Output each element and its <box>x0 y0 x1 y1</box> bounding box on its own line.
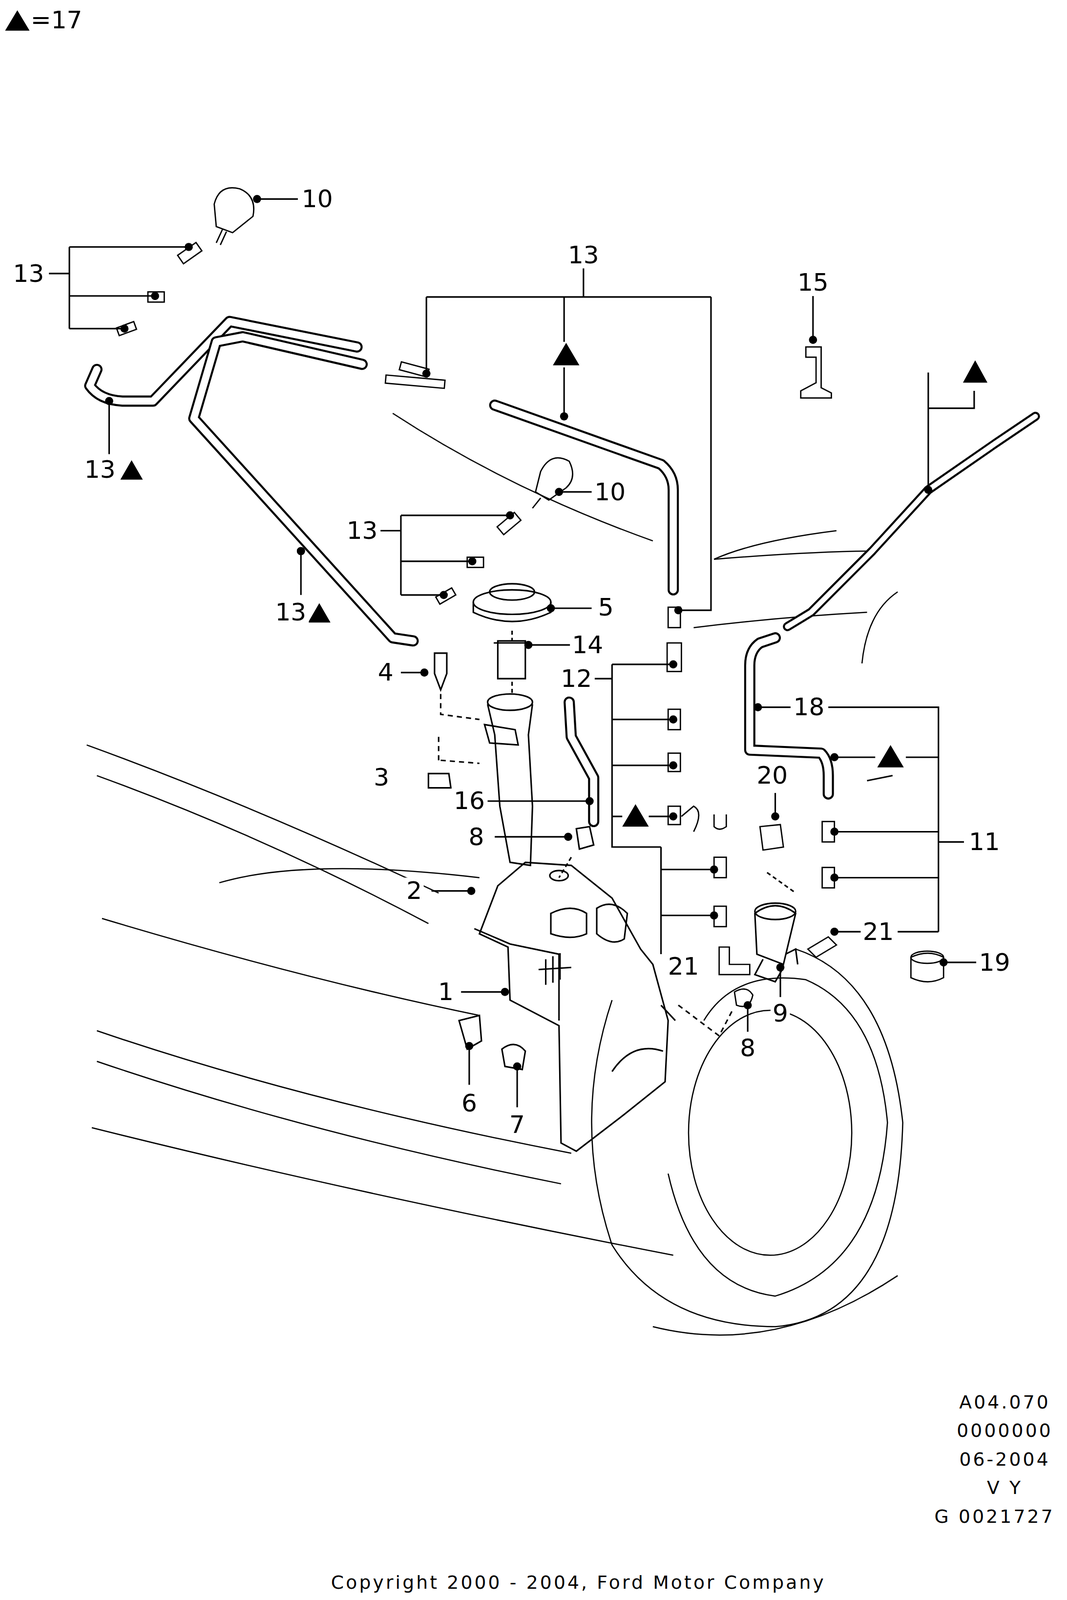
drawing-code: V Y <box>984 1477 1026 1498</box>
small-parts <box>116 187 944 1006</box>
callout-number: 7 <box>507 1110 527 1138</box>
callout-number: 13 <box>565 241 602 269</box>
drawing-code: A04.070 <box>957 1391 1053 1412</box>
body-outline <box>86 413 903 1335</box>
callout-number: 19 <box>977 948 1013 976</box>
callout-number: 12 <box>558 665 594 692</box>
callout-number: 8 <box>466 823 486 850</box>
callout-number: 20 <box>754 761 790 789</box>
callout-number: 9 <box>770 999 791 1026</box>
callout-number: 13 <box>82 456 118 483</box>
callout-number: 6 <box>459 1089 480 1116</box>
callout-number: 1 <box>436 978 456 1005</box>
legend: =17 <box>3 8 83 33</box>
drawing-code: 06-2004 <box>957 1448 1053 1469</box>
leader-dots <box>104 194 948 1070</box>
callout-number: 13 <box>272 598 309 626</box>
leader-lines <box>48 198 977 1107</box>
callout-number: 13 <box>10 260 46 287</box>
legend-triangle <box>3 8 31 33</box>
drawing-code: G 0021727 <box>932 1505 1057 1527</box>
legend-text: =17 <box>30 8 83 33</box>
callout-number: 2 <box>404 877 424 904</box>
hoses <box>89 321 1036 822</box>
callout-number: 21 <box>860 918 896 945</box>
callout-number: 11 <box>966 828 1003 855</box>
callout-number: 13 <box>344 517 380 544</box>
callout-number: 18 <box>791 693 827 720</box>
callout-number: 15 <box>795 269 831 296</box>
copyright-caption: Copyright 2000 - 2004, Ford Motor Compan… <box>329 1571 828 1593</box>
kit-triangles <box>120 342 988 827</box>
callout-number: 21 <box>665 952 701 980</box>
callout-number: 4 <box>375 658 396 686</box>
callout-number: 3 <box>371 764 392 791</box>
callout-number: 14 <box>569 631 606 658</box>
callout-number: 10 <box>592 478 628 505</box>
reservoir <box>428 583 798 1151</box>
callout-number: 5 <box>596 593 616 621</box>
callout-number: 10 <box>299 185 335 212</box>
callout-number: 8 <box>737 1034 758 1061</box>
callout-number: 16 <box>451 787 487 815</box>
drawing-code: 0000000 <box>954 1420 1055 1441</box>
